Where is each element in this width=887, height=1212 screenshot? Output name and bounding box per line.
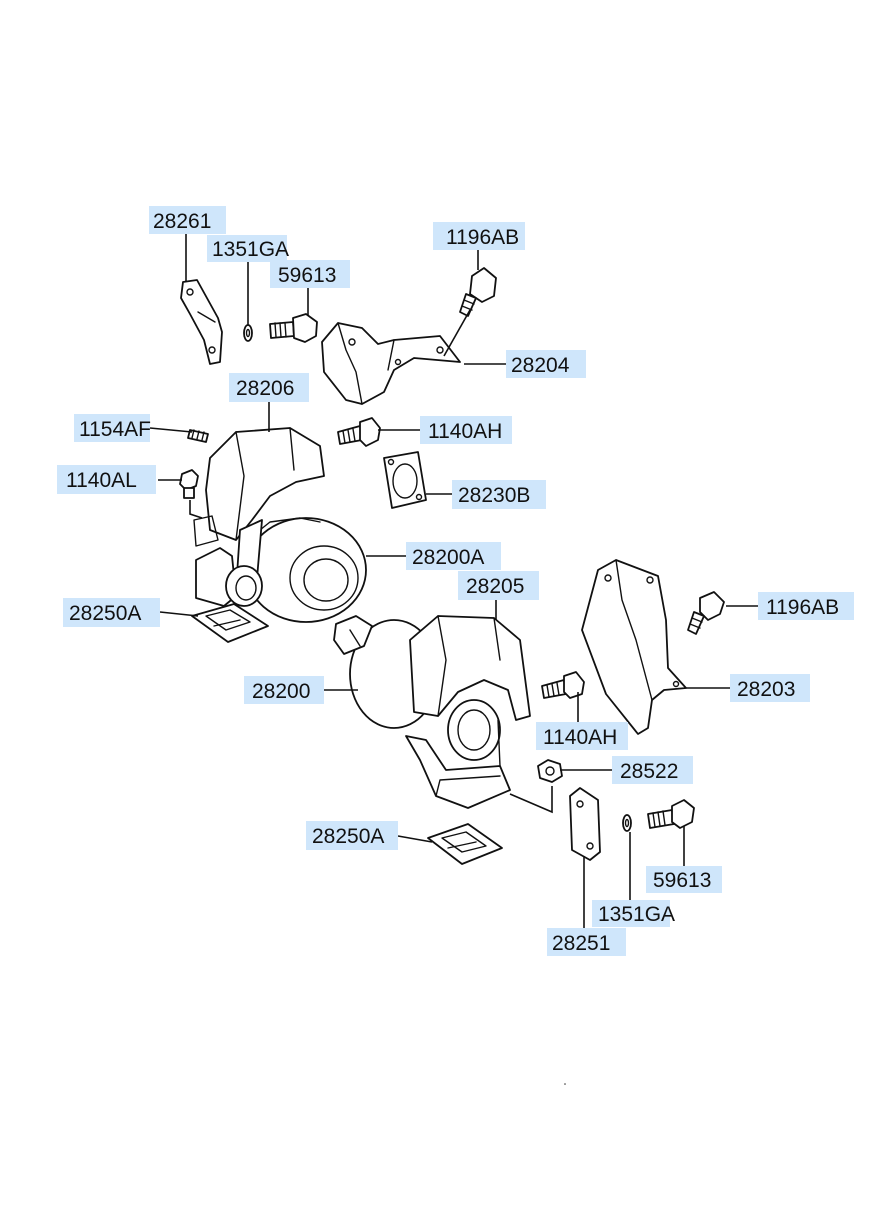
callout-1351GA-top[interactable]: 1351GA [207,235,289,262]
washer-1351GA-top-drawing [243,324,253,342]
bolt-1140AL-drawing [179,469,199,499]
callout-text: 1351GA [212,238,289,261]
callout-28206[interactable]: 28206 [229,373,309,402]
callout-text: 28200 [252,680,310,703]
callout-text: 1140AL [66,469,137,492]
callout-text: 1154AF [79,418,151,441]
callout-1351GA-bottom[interactable]: 1351GA [592,900,675,927]
callout-text: 59613 [653,869,711,892]
callout-28261[interactable]: 28261 [149,206,226,234]
callout-59613-top[interactable]: 59613 [270,260,350,288]
bolt-59613-bottom-drawing [647,799,695,829]
callout-1196AB-right[interactable]: 1196AB [758,592,854,620]
gasket-28250A-bottom-drawing [427,823,503,865]
callout-28230B[interactable]: 28230B [452,480,546,509]
callout-28200[interactable]: 28200 [244,676,324,704]
callout-28204[interactable]: 28204 [506,350,586,378]
callout-text: 28204 [511,354,570,377]
callout-text: 28522 [620,760,678,783]
callout-28205[interactable]: 28205 [458,571,539,600]
heat-shield-28204-drawing [321,322,461,405]
heat-shield-28203-drawing [581,559,687,735]
callout-28200A[interactable]: 28200A [406,542,501,570]
bolt-1140AH-top-drawing [337,417,381,447]
callout-1196AB-top[interactable]: 1196AB [433,222,525,250]
callout-text: 1351GA [598,903,675,926]
callout-text: 28205 [466,575,524,598]
callout-28251[interactable]: 28251 [547,928,626,956]
callout-text: 59613 [278,264,336,287]
callout-28203[interactable]: 28203 [730,674,810,702]
callout-28250A-top[interactable]: 28250A [63,598,160,627]
bolt-59613-top-drawing [269,313,318,343]
bracket-28261-drawing [180,279,223,365]
callout-text: 28250A [312,825,384,848]
bolt-1196AB-right-drawing [687,591,725,635]
callout-text: 28251 [552,932,610,955]
speck-mark [564,1083,566,1085]
callout-text: 1196AB [446,226,519,249]
nut-28522-drawing [537,759,563,783]
turbocharger-28200-drawing [333,615,531,809]
leader-lines [149,234,758,928]
callout-text: 28206 [236,377,294,400]
washer-1351GA-bottom-drawing [622,814,632,832]
callout-1154AF[interactable]: 1154AF [74,414,151,442]
callout-text: 1140AH [543,726,617,749]
callout-28522[interactable]: 28522 [612,756,693,784]
callout-text: 1196AB [766,596,839,619]
turbocharger-28200A-drawing [193,427,367,623]
gasket-28230B-drawing [383,451,427,509]
callout-text: 28230B [458,484,530,507]
callout-1140AH-bottom[interactable]: 1140AH [536,722,628,750]
callout-59613-bottom[interactable]: 59613 [646,866,722,893]
plate-28251-drawing [569,787,601,861]
gasket-28250A-top-drawing [191,603,269,643]
callout-1140AH-top[interactable]: 1140AH [420,416,512,444]
callout-1140AL[interactable]: 1140AL [57,465,156,494]
bolt-1140AH-bottom-drawing [541,671,585,699]
callout-28250A-bottom[interactable]: 28250A [306,821,398,850]
stud-1154AF-drawing [187,429,209,443]
callout-text: 28261 [153,210,211,233]
callout-text: 1140AH [428,420,502,443]
bolt-1196AB-top-drawing [459,267,497,317]
callout-text: 28250A [69,602,141,625]
callout-text: 28203 [737,678,795,701]
callout-text: 28200A [412,546,484,569]
